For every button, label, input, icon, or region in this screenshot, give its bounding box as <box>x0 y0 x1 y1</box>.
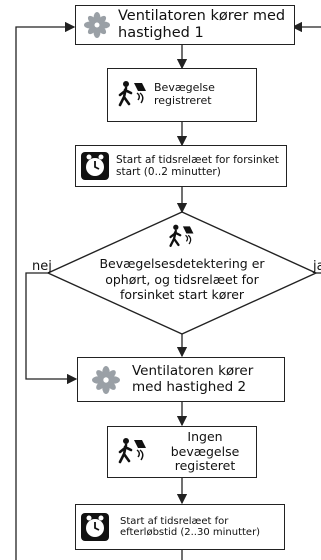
step-fan-speed-1-label: Ventilatoren kører med hastighed 1 <box>118 8 286 41</box>
step-timer-delayed-start-label: Start af tidsrelæet for forsinket start … <box>116 153 279 178</box>
step-motion-detected: Bevægelse registreret <box>107 68 257 122</box>
branch-no-label: nej <box>32 259 52 274</box>
decision-motion-icon <box>169 224 194 247</box>
step-timer-delayed-start: Start af tidsrelæet for forsinket start … <box>75 145 287 187</box>
step-fan-speed-2-label: Ventilatoren kører med hastighed 2 <box>132 362 254 395</box>
decision-content: Bevægelsesdetektering er ophørt, og tids… <box>76 222 288 303</box>
branch-yes-label: ja <box>313 259 321 274</box>
fan-icon <box>92 365 120 394</box>
fan-icon <box>84 12 110 38</box>
motion-sensor-icon <box>118 438 146 464</box>
step-timer-runon: Start af tidsrelæet for efterløbstid (2.… <box>75 504 285 550</box>
step-no-motion-label: Ingen bevægelse registeret <box>170 429 240 474</box>
decision-label: Bevægelsesdetektering er ophørt, og tids… <box>99 256 265 303</box>
step-fan-speed-1: Ventilatoren kører med hastighed 1 <box>75 5 295 45</box>
step-motion-detected-label: Bevægelse registreret <box>154 81 215 107</box>
timer-icon <box>81 513 109 541</box>
motion-sensor-icon <box>118 81 146 107</box>
loop-left-line <box>15 21 76 560</box>
step-fan-speed-2: Ventilatoren kører med hastighed 2 <box>77 357 285 402</box>
step-no-motion: Ingen bevægelse registeret <box>107 426 257 478</box>
timer-icon <box>81 152 109 180</box>
step-timer-runon-label: Start af tidsrelæet for efterløbstid (2.… <box>120 515 261 539</box>
branch-no-line <box>25 272 78 385</box>
